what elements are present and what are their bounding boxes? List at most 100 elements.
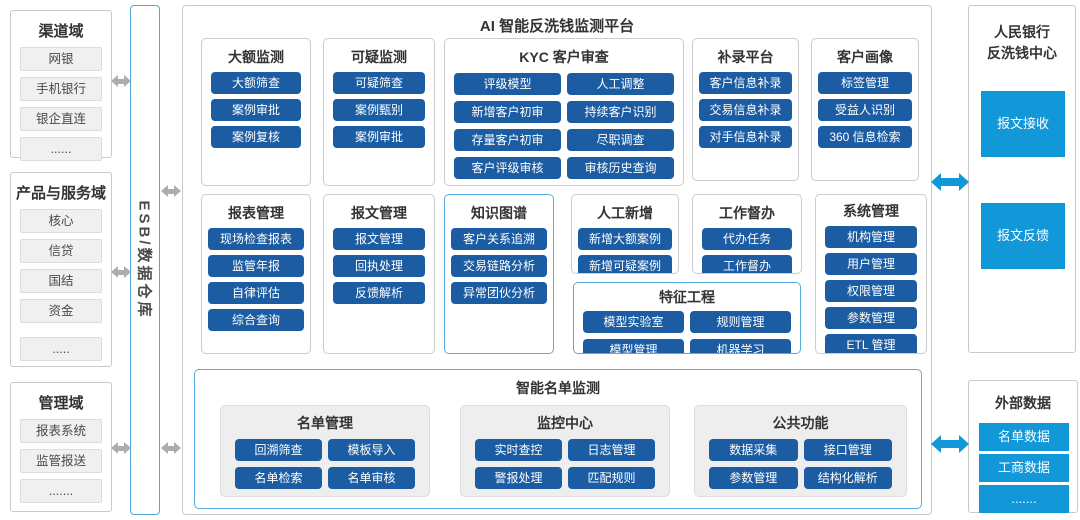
- module-item-pill: 审核历史查询: [567, 157, 674, 179]
- module-item-pill: 结构化解析: [803, 467, 892, 489]
- module-item-pill: 尽职调查: [567, 129, 674, 151]
- module-item-pill: 现场检查报表: [208, 228, 304, 250]
- module-item-pill: 案例甄别: [333, 99, 425, 121]
- module-system-management: 系统管理 机构管理 用户管理 权限管理 参数管理 ETL 管理: [815, 194, 927, 354]
- module-title: 工作督办: [719, 205, 775, 221]
- module-item-pill: 参数管理: [825, 307, 917, 329]
- domain-item-ellipsis: ......: [20, 137, 102, 161]
- module-message-management: 报文管理 报文管理 回执处理 反馈解析: [323, 194, 435, 354]
- external-data-item-ellipsis: .......: [979, 485, 1069, 513]
- module-item-pill: 新增可疑案例: [578, 255, 672, 273]
- module-item-pill: 回执处理: [333, 255, 425, 277]
- external-data-panel: 外部数据 名单数据 工商数据 .......: [968, 380, 1078, 513]
- platform-title: AI 智能反洗钱监测平台: [479, 18, 635, 35]
- module-report-management: 报表管理 现场检查报表 监管年报 自律评估 综合查询: [201, 194, 311, 354]
- module-title: 人工新增: [597, 205, 653, 221]
- data-flow-arrow-blue: [931, 435, 969, 453]
- domain-item-ellipsis: .......: [20, 479, 102, 503]
- group-title: 监控中心: [537, 415, 593, 431]
- domain-item: 网银: [20, 47, 102, 71]
- esb-label: ESB/数据仓库: [135, 200, 153, 320]
- module-title: 特征工程: [659, 289, 715, 305]
- smart-list-monitoring-box: 智能名单监测 名单管理 回溯筛查 模板导入 名单检索 名单审核 监控中心 实时查…: [194, 369, 922, 509]
- esb-data-warehouse-bar: ESB/数据仓库: [130, 5, 160, 515]
- module-item-pill: 受益人识别: [818, 99, 912, 121]
- module-item-pill: 客户关系追溯: [451, 228, 547, 250]
- module-item-pill: 规则管理: [690, 311, 791, 333]
- module-item-pill: 交易链路分析: [451, 255, 547, 277]
- module-title: 报文管理: [351, 205, 407, 221]
- module-feature-engineering: 特征工程 模型实验室 规则管理 模型管理 机器学习: [573, 282, 801, 354]
- module-item-pill: 接口管理: [803, 439, 892, 461]
- module-item-pill: 人工调整: [567, 73, 674, 95]
- module-item-pill: 新增客户初审: [454, 101, 561, 123]
- module-item-pill: 参数管理: [709, 467, 798, 489]
- domain-item: 国结: [20, 269, 102, 293]
- module-title: 可疑监测: [351, 49, 407, 65]
- domain-item: 手机银行: [20, 77, 102, 101]
- domain-item-ellipsis: .....: [20, 337, 102, 361]
- module-suspicious-monitoring: 可疑监测 可疑筛查 案例甄别 案例审批: [323, 38, 435, 186]
- module-item-pill: 机构管理: [825, 226, 917, 248]
- module-item-pill: 客户评级审核: [454, 157, 561, 179]
- panel-title-line2: 反洗钱中心: [987, 45, 1057, 61]
- module-item-pill: 代办任务: [702, 228, 792, 250]
- domain-title: 渠道域: [38, 23, 84, 40]
- panel-title-line1: 人民银行: [994, 24, 1050, 40]
- module-title: KYC 客户审查: [519, 49, 609, 65]
- module-item-pill: 监管年报: [208, 255, 304, 277]
- module-item-pill: 大额筛查: [211, 72, 301, 94]
- module-item-pill: 案例复核: [211, 126, 301, 148]
- module-work-supervision: 工作督办 代办任务 工作督办: [692, 194, 802, 274]
- message-feedback-block: 报文反馈: [981, 203, 1065, 269]
- domain-box-channel: 渠道域 网银 手机银行 银企直连 ......: [10, 10, 112, 161]
- domain-title: 产品与服务域: [15, 185, 106, 202]
- module-item-pill: 警报处理: [475, 467, 562, 489]
- module-manual-add: 人工新增 新增大额案例 新增可疑案例: [571, 194, 679, 274]
- module-title: 知识图谱: [471, 205, 527, 221]
- module-item-pill: 自律评估: [208, 282, 304, 304]
- module-item-pill: 评级模型: [454, 73, 561, 95]
- module-item-pill: 反馈解析: [333, 282, 425, 304]
- domain-box-product-service: 产品与服务域 核心 信贷 国结 资金 .....: [10, 172, 112, 367]
- module-item-pill: 案例审批: [211, 99, 301, 121]
- module-title: 系统管理: [843, 203, 899, 219]
- domain-item: 监管报送: [20, 449, 102, 473]
- data-flow-arrow: [161, 442, 181, 454]
- module-item-pill: 对手信息补录: [699, 126, 792, 148]
- domain-title: 管理域: [38, 395, 84, 412]
- module-title: 客户画像: [837, 49, 893, 65]
- domain-item: 信贷: [20, 239, 102, 263]
- module-item-pill: 权限管理: [825, 280, 917, 302]
- module-item-pill: 综合查询: [208, 309, 304, 331]
- module-title: 补录平台: [717, 49, 774, 65]
- data-flow-arrow: [111, 266, 131, 278]
- module-title: 大额监测: [228, 49, 284, 65]
- module-item-pill: 案例审批: [333, 126, 425, 148]
- module-item-pill: 回溯筛查: [235, 439, 322, 461]
- domain-item: 银企直连: [20, 107, 102, 131]
- message-receive-block: 报文接收: [981, 91, 1065, 157]
- module-item-pill: 机器学习: [690, 339, 791, 353]
- module-title: 报表管理: [228, 205, 284, 221]
- module-item-pill: 名单检索: [235, 467, 322, 489]
- module-kyc-review: KYC 客户审查 评级模型 人工调整 新增客户初审 持续客户识别 存量客户初审 …: [444, 38, 684, 186]
- group-list-management: 名单管理 回溯筛查 模板导入 名单检索 名单审核: [220, 405, 430, 497]
- group-monitoring-center: 监控中心 实时查控 日志管理 警报处理 匹配规则: [460, 405, 670, 497]
- data-flow-arrow-blue: [931, 173, 969, 191]
- group-title: 名单管理: [297, 415, 353, 431]
- module-item-pill: 交易信息补录: [699, 99, 792, 121]
- smart-list-title: 智能名单监测: [516, 380, 600, 396]
- group-title: 公共功能: [772, 415, 829, 431]
- pboc-aml-center-panel: 人民银行 反洗钱中心 报文接收 报文反馈: [968, 5, 1076, 353]
- module-item-pill: 名单审核: [328, 467, 415, 489]
- module-item-pill: ETL 管理: [825, 334, 917, 353]
- module-item-pill: 数据采集: [709, 439, 798, 461]
- domain-item: 核心: [20, 209, 102, 233]
- module-customer-profile: 客户画像 标签管理 受益人识别 360 信息检索: [811, 38, 919, 181]
- module-item-pill: 360 信息检索: [818, 126, 912, 148]
- domain-item: 报表系统: [20, 419, 102, 443]
- module-item-pill: 异常团伙分析: [451, 282, 547, 304]
- module-item-pill: 日志管理: [568, 439, 655, 461]
